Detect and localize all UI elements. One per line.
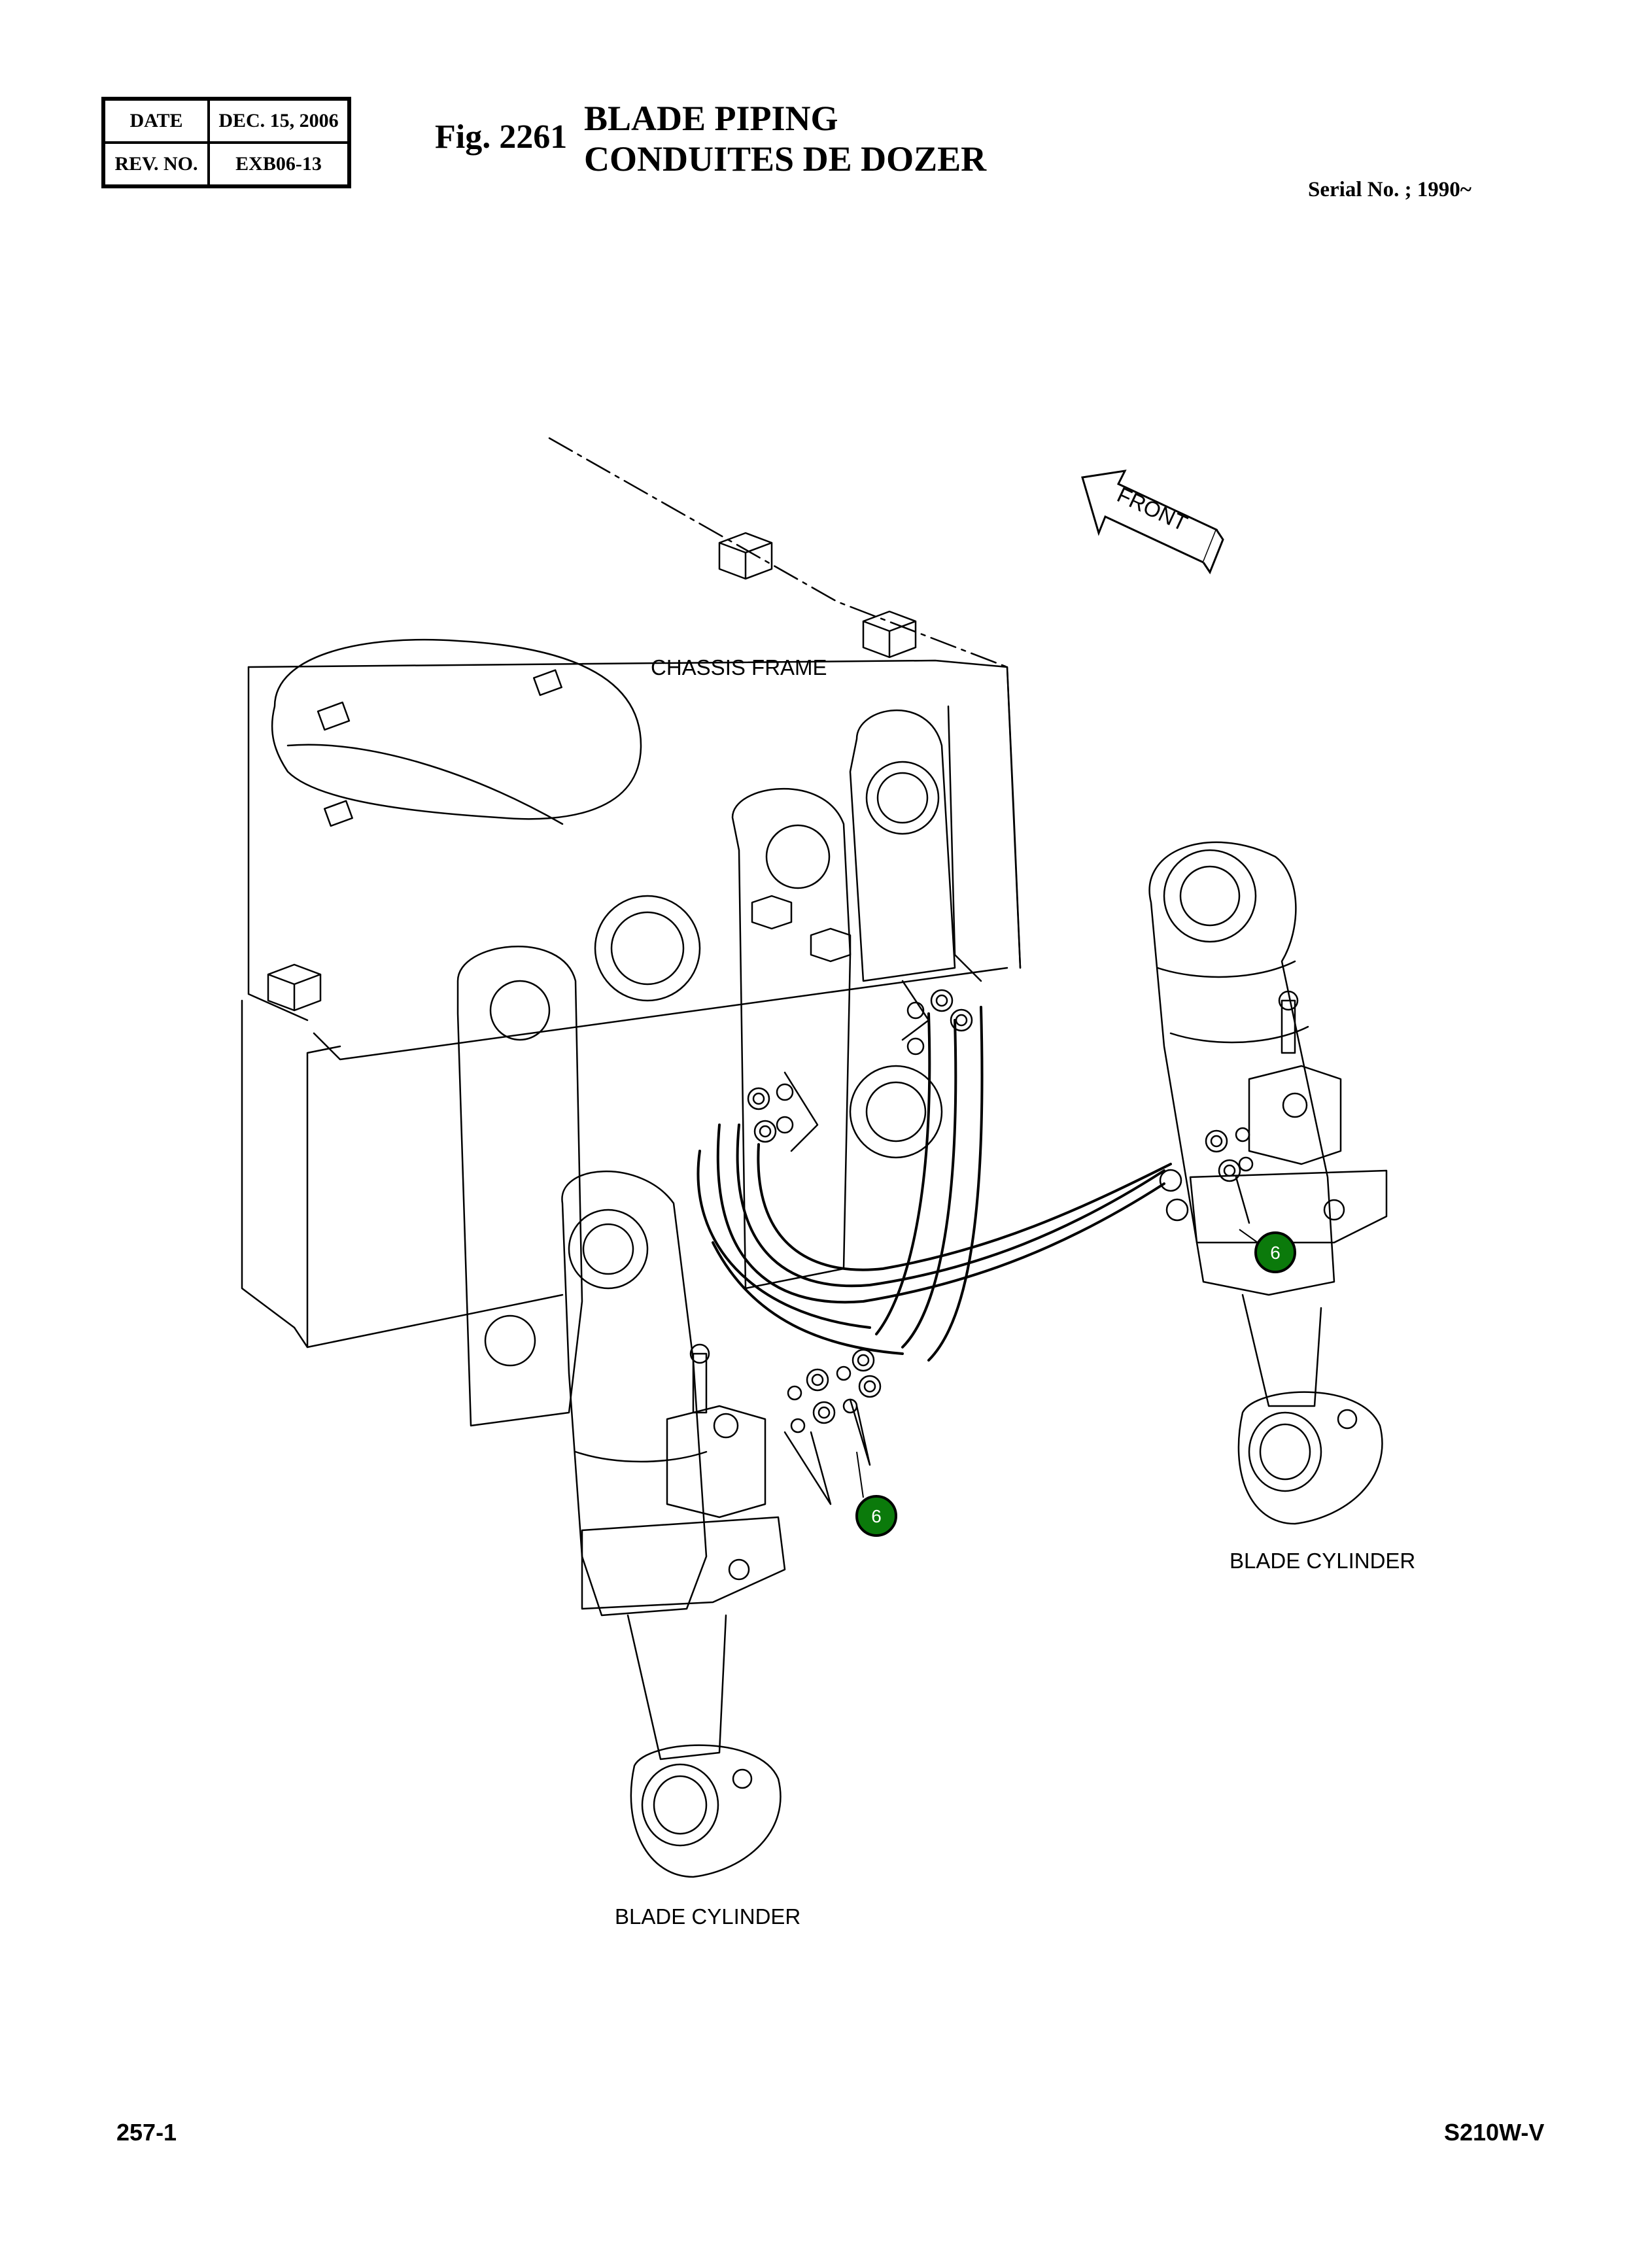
front-arrow: FRONT [1081,470,1224,575]
frame-block-2 [862,610,917,659]
date-label: DATE [104,99,209,143]
hose-1 [716,1124,1165,1304]
valve-block-left [666,1405,766,1519]
chassis-frame-label: CHASSIS FRAME [651,655,827,679]
revision-table: DATE DEC. 15, 2006 REV. NO. EXB06-13 [101,97,351,188]
fitting-group-right [1159,1127,1254,1222]
valve-block-right [1248,1065,1342,1165]
fitting-group-upper [747,989,973,1143]
blade-cylinder-left [561,1170,708,1617]
frame-block-1 [718,532,773,580]
hose-3 [901,1019,957,1348]
blade-cylinder-right [1148,841,1335,1296]
lug-plate-right [849,710,956,982]
title-french: CONDUITES DE DOZER [584,139,987,179]
title-english: BLADE PIPING [584,99,838,138]
callout-right-number: 6 [1270,1243,1281,1263]
chassis-frame-top [247,659,1022,969]
callout-left: 6 [855,1451,897,1537]
rev-label: REV. NO. [104,143,209,186]
callout-right: 6 [1239,1229,1296,1273]
frame-opening [271,638,642,820]
lug-plate-middle [731,787,852,1290]
blade-cylinder-right-label: BLADE CYLINDER [1230,1549,1415,1573]
rev-value: EXB06-13 [209,143,349,186]
page-number: 257-1 [116,2119,177,2146]
figure-number: Fig. 2261 [435,118,568,156]
hose-2 [757,1143,1172,1271]
frame-block-3 [267,963,322,1012]
frame-centerline [548,437,1008,668]
swivel-joint [594,895,701,1002]
callout-left-number: 6 [871,1506,882,1526]
fitting-group-left [787,1348,882,1434]
date-value: DEC. 15, 2006 [209,99,349,143]
lug-plate-left [456,946,583,1427]
serial-number: Serial No. ; 1990~ [1308,178,1471,201]
model-number: S210W-V [1444,2119,1545,2146]
blade-cylinder-left-label: BLADE CYLINDER [615,1904,800,1929]
cylinder-eye-right [1237,1391,1383,1525]
cylinder-eye-left [630,1744,782,1878]
